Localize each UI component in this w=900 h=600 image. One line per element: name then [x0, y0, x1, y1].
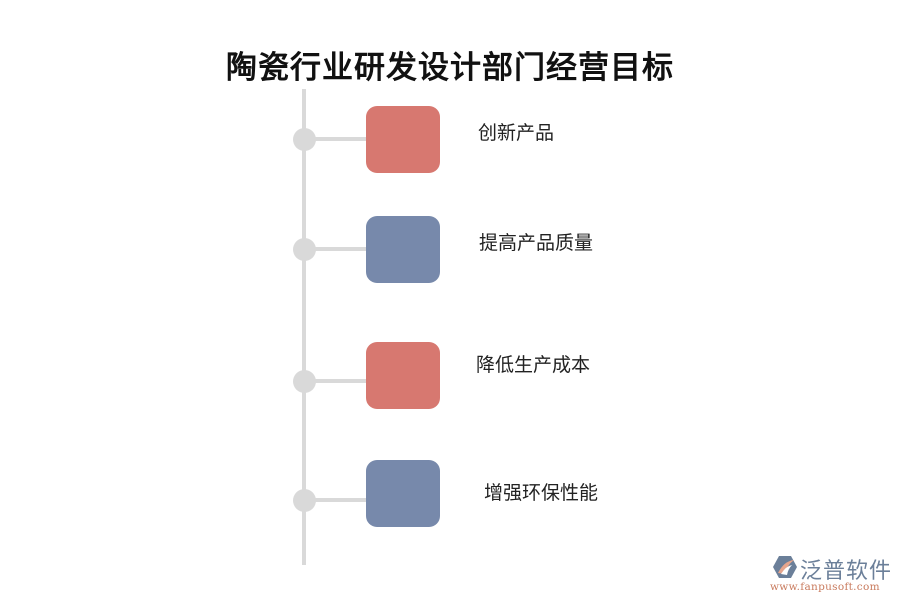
connector-line [305, 379, 367, 383]
item-label: 增强环保性能 [484, 482, 599, 504]
connector-line [305, 137, 367, 141]
connector-line [305, 498, 367, 502]
fanpusoft-logo-icon [773, 556, 797, 578]
fanpusoft-logo: 泛普软件 www.fanpusoft.com [768, 553, 893, 595]
item-label: 创新产品 [478, 122, 555, 144]
logo-brand-name: 泛普软件 [800, 559, 893, 584]
item-label: 降低生产成本 [476, 354, 591, 376]
diagram-title: 陶瓷行业研发设计部门经营目标 [226, 50, 674, 86]
logo-url: www.fanpusoft.com [770, 581, 880, 593]
item-color-box [366, 216, 440, 283]
item-color-box [366, 460, 440, 527]
item-color-box [366, 106, 440, 173]
timeline-dot [293, 128, 316, 151]
item-label: 提高产品质量 [479, 232, 594, 254]
timeline-dot [293, 370, 316, 393]
timeline-vertical-line [302, 89, 306, 565]
timeline-dot [293, 238, 316, 261]
timeline-dot [293, 489, 316, 512]
item-color-box [366, 342, 440, 409]
connector-line [305, 247, 367, 251]
